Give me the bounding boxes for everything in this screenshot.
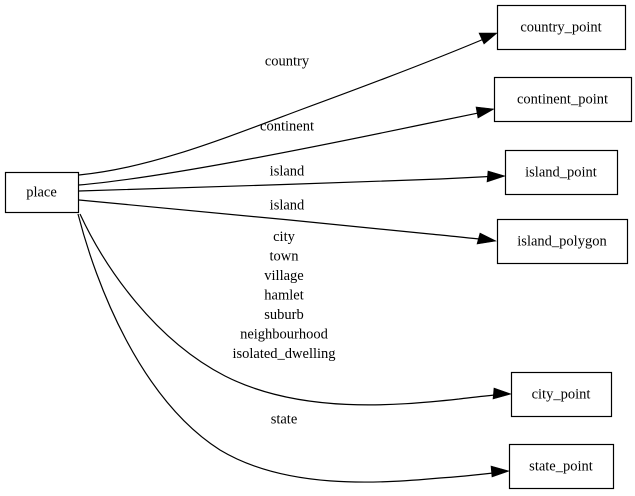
- node-box[interactable]: [496, 4, 627, 51]
- node-box[interactable]: [508, 443, 615, 490]
- node-island_point[interactable]: island_point: [504, 149, 619, 196]
- node-label: island_point: [525, 164, 597, 180]
- edge-line: [77, 213, 503, 483]
- edge-label-place-to-island_polygon: island: [270, 197, 305, 213]
- node-island_polygon[interactable]: island_polygon: [496, 218, 629, 265]
- node-continent_point[interactable]: continent_point: [493, 76, 633, 123]
- edge-label-line: isolated_dwelling: [232, 346, 335, 362]
- node-label: city_point: [532, 386, 591, 402]
- edges-layer: [77, 32, 512, 483]
- arrowhead-icon: [476, 232, 497, 245]
- node-box[interactable]: [4, 171, 80, 214]
- arrowhead-icon: [478, 32, 498, 45]
- node-box[interactable]: [510, 371, 613, 418]
- edge-label-place-to-country_point: country: [265, 53, 310, 69]
- edge-line: [78, 35, 492, 176]
- node-label: place: [26, 184, 57, 200]
- edge-labels-layer: country continent island island city town vill…: [232, 53, 335, 427]
- node-box[interactable]: [504, 149, 619, 196]
- edge-line: [79, 213, 505, 406]
- edge-label-place-to-continent_point: continent: [260, 118, 314, 134]
- arrowhead-icon: [490, 465, 510, 478]
- node-box[interactable]: [496, 218, 629, 265]
- arrowhead-icon: [475, 106, 495, 119]
- edge-label-line: hamlet: [264, 288, 303, 304]
- node-place[interactable]: place: [4, 171, 80, 214]
- node-box[interactable]: [493, 76, 633, 123]
- node-city_point[interactable]: city_point: [510, 371, 613, 418]
- node-label: state_point: [529, 458, 593, 474]
- edge-place-to-country_point: [78, 32, 498, 176]
- node-country_point[interactable]: country_point: [496, 4, 627, 51]
- edge-label-place-to-island_point: island: [270, 163, 305, 179]
- node-state_point[interactable]: state_point: [508, 443, 615, 490]
- edge-place-to-island_point: [78, 170, 507, 192]
- edge-place-to-island_polygon: [78, 199, 497, 245]
- edge-label-line: neighbourhood: [240, 327, 329, 343]
- edge-place-to-state_point: [77, 213, 510, 483]
- edge-label-line: suburb: [264, 307, 303, 323]
- edge-line: [78, 175, 500, 192]
- edge-label-line: town: [270, 249, 300, 265]
- nodes-layer: place country_point continent_point island_…: [4, 4, 633, 490]
- arrowhead-icon: [492, 387, 512, 400]
- edge-place-to-continent_point: [78, 106, 495, 186]
- edge-line: [78, 199, 491, 241]
- edge-place-to-city_point: [79, 213, 512, 406]
- node-label: continent_point: [517, 91, 608, 107]
- edge-label-line: village: [264, 268, 303, 284]
- node-label: country_point: [520, 19, 601, 35]
- edge-label-line: city: [273, 229, 295, 245]
- edge-label-place-to-state_point: state: [271, 411, 298, 427]
- arrowhead-icon: [486, 170, 507, 183]
- edge-line: [78, 110, 489, 186]
- node-label: island_polygon: [517, 233, 607, 249]
- edge-label-place-to-city_point: city town village hamlet suburb neighbourhood…: [232, 229, 335, 362]
